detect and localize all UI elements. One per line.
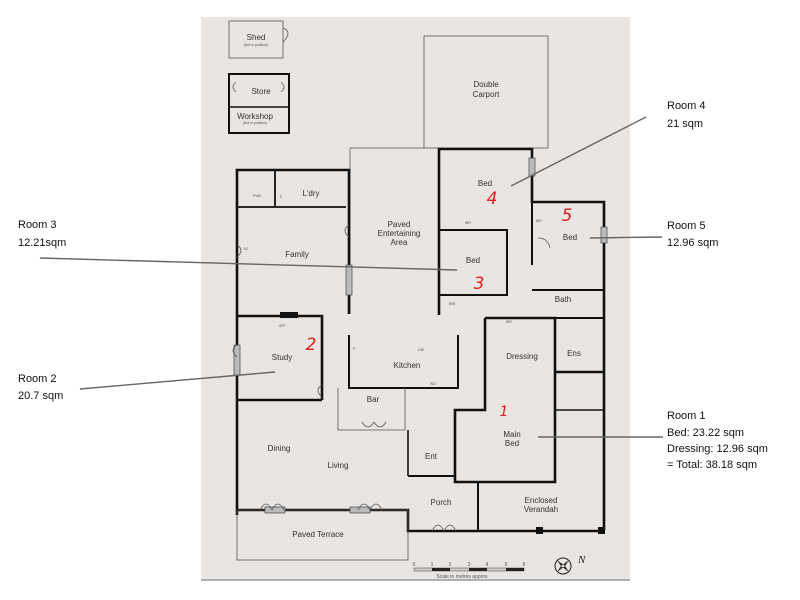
scale-ticks: 0 1 2 3 4 5 6	[413, 562, 526, 568]
dw-label: DW	[418, 348, 425, 352]
bir-label-bed4: BIR	[465, 221, 471, 225]
room-label-porch: Porch	[431, 498, 452, 507]
pointer-room2	[79, 371, 276, 390]
room3-area: 12.21sqm	[18, 237, 66, 249]
scale-tick: 6	[523, 562, 526, 568]
room-label-living: Living	[328, 461, 349, 470]
north-label: N	[577, 554, 586, 566]
room-label-carport-2: Carport	[473, 90, 500, 99]
scale-tick: 0	[413, 562, 416, 568]
scale-tick: 3	[468, 562, 471, 568]
room-label-shed: Shed	[247, 33, 266, 42]
pantry-label: P	[353, 347, 356, 351]
room4-area: 21 sqm	[667, 118, 703, 130]
room-label-kitchen: Kitchen	[394, 361, 421, 370]
plan-paper	[201, 17, 630, 580]
handwritten-3: 3	[474, 274, 485, 294]
bir-label-bed5: BIR	[536, 219, 542, 223]
scale-tick: 4	[486, 562, 489, 568]
scale-tick: 2	[449, 562, 452, 568]
room5-title: Room 5	[667, 220, 706, 232]
room-label-bed4: Bed	[478, 179, 492, 188]
room5-area: 12.96 sqm	[667, 237, 718, 249]
gff-label: GFF	[279, 324, 286, 328]
scale-bar	[413, 567, 525, 572]
room-label-verandah-2: Verandah	[524, 505, 558, 514]
room-label-bath: Bath	[555, 295, 571, 304]
compass-icon	[554, 557, 572, 575]
workshop-note: (Not in position)	[243, 121, 268, 125]
room-label-paved-2: Entertaining	[378, 229, 421, 238]
room-label-bar: Bar	[367, 395, 380, 404]
room-label-verandah-1: Enclosed	[525, 496, 558, 505]
room-label-dining: Dining	[268, 444, 291, 453]
room-label-carport-1: Double	[473, 80, 499, 89]
handwritten-1: 1	[500, 404, 509, 420]
room3-title: Room 3	[18, 219, 57, 231]
wir-label: WIR	[449, 302, 456, 306]
wo-label: WO	[430, 382, 436, 386]
room-label-main-bed-2: Bed	[505, 439, 519, 448]
pointer-room5	[589, 236, 663, 239]
room-label-bed5: Bed	[563, 233, 577, 242]
walls	[232, 147, 608, 561]
room-label-ensuite: Ens	[567, 349, 581, 358]
room1-total: = Total: 38.18 sqm	[667, 459, 757, 471]
room2-title: Room 2	[18, 373, 57, 385]
handwritten-2: 2	[306, 335, 317, 355]
bir-label-dressing: BIR	[506, 320, 512, 324]
room1-title: Room 1	[667, 410, 706, 422]
handwritten-4: 4	[487, 189, 498, 209]
room-label-paved-3: Area	[391, 238, 408, 247]
room-label-terrace: Paved Terrace	[292, 530, 344, 539]
scale-tick: 1	[431, 562, 434, 568]
room2-area: 20.7 sqm	[18, 390, 63, 402]
room-label-laundry: L'dry	[302, 189, 319, 198]
room-label-paved-1: Paved	[388, 220, 411, 229]
cupboard-label: C	[280, 195, 283, 199]
scale-tick: 5	[505, 562, 508, 568]
room-label-main-bed-1: Main	[503, 430, 520, 439]
room-label-dressing: Dressing	[506, 352, 538, 361]
pwd-label: PWD	[253, 194, 262, 198]
room-label-store: Store	[251, 87, 271, 96]
room-label-entry: Ent	[425, 452, 438, 461]
room-label-bed3: Bed	[466, 256, 480, 265]
room-label-study: Study	[272, 353, 292, 362]
ac-label: AC	[244, 247, 249, 251]
room-label-family: Family	[285, 250, 309, 259]
pointer-room4	[510, 116, 647, 187]
outbuildings	[228, 20, 290, 134]
room-label-workshop: Workshop	[237, 112, 273, 121]
pointer-room3	[39, 257, 458, 271]
room1-dressing: Dressing: 12.96 sqm	[667, 443, 768, 455]
handwritten-5: 5	[562, 206, 573, 226]
scale-caption: Scale in metres approx	[436, 574, 488, 580]
room4-title: Room 4	[667, 100, 706, 112]
room1-bed: Bed: 23.22 sqm	[667, 427, 744, 439]
shed-note: (Not in position)	[244, 43, 269, 47]
